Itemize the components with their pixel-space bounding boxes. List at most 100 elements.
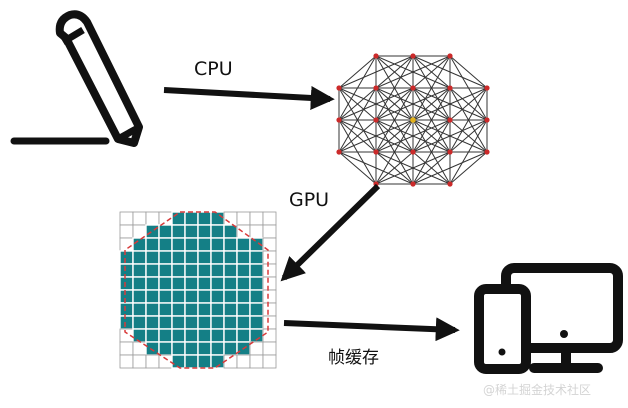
- pixel-filled: [249, 263, 264, 278]
- pixel-filled: [145, 263, 160, 278]
- pixel-filled: [236, 302, 251, 317]
- pixel-filled: [158, 302, 173, 317]
- pixel-filled: [249, 315, 264, 330]
- mesh-vertex: [410, 149, 416, 155]
- mesh-edge: [375, 55, 414, 89]
- pixel-filled: [249, 276, 264, 291]
- pixel-filled: [210, 250, 225, 265]
- pixel-filled: [197, 302, 212, 317]
- pixel-filled: [223, 289, 238, 304]
- pixel-filled: [197, 237, 212, 252]
- pixel-filled: [197, 289, 212, 304]
- mesh-vertex: [447, 117, 453, 123]
- pixel-filled: [184, 224, 199, 239]
- pixel-empty: [262, 250, 277, 265]
- mesh-edge: [338, 87, 377, 153]
- mesh-edge: [375, 151, 414, 185]
- pixel-filled: [184, 263, 199, 278]
- mesh-vertex: [373, 117, 379, 123]
- pixel-filled: [132, 250, 147, 265]
- pixel-filled: [145, 328, 160, 343]
- pixel-empty: [158, 354, 173, 369]
- pixel-filled: [158, 289, 173, 304]
- pixel-filled: [184, 289, 199, 304]
- gpu-arrow: [280, 183, 381, 282]
- mesh-edge: [412, 87, 451, 121]
- mesh-vertex: [410, 85, 416, 91]
- mesh-edge: [375, 55, 414, 121]
- pixel-filled: [119, 302, 134, 317]
- pixel-filled: [210, 289, 225, 304]
- pixel-filled: [145, 302, 160, 317]
- pixel-empty: [262, 224, 277, 239]
- pixel-filled: [132, 263, 147, 278]
- pixel-filled: [184, 302, 199, 317]
- pixel-filled: [158, 276, 173, 291]
- mesh-vertex: [373, 53, 379, 59]
- pixel-empty: [132, 211, 147, 226]
- pixel-filled: [132, 276, 147, 291]
- pixel-empty: [223, 211, 238, 226]
- mesh-edge: [375, 151, 451, 185]
- pixel-filled: [171, 224, 186, 239]
- pixel-filled: [236, 315, 251, 330]
- mesh-vertex: [447, 53, 453, 59]
- pixel-filled: [210, 224, 225, 239]
- pixel-filled: [119, 250, 134, 265]
- framebuffer-label: 帧缓存: [328, 348, 379, 368]
- pixel-filled: [119, 315, 134, 330]
- hexagon-outline: [124, 211, 269, 369]
- pixel-empty: [262, 315, 277, 330]
- mesh-edge: [338, 119, 377, 153]
- pixel-filled: [210, 276, 225, 291]
- pixel-filled: [197, 328, 212, 343]
- pixel-empty: [119, 237, 134, 252]
- pixel-filled: [171, 276, 186, 291]
- pixel-filled: [236, 276, 251, 291]
- pixel-filled: [184, 237, 199, 252]
- pixel-grid-icon: [119, 211, 277, 369]
- pixel-filled: [171, 250, 186, 265]
- pixel-filled: [171, 211, 186, 226]
- mesh-vertex: [336, 149, 342, 155]
- mesh-edge: [449, 119, 488, 153]
- pixel-filled: [197, 211, 212, 226]
- pixel-empty: [236, 354, 251, 369]
- pixel-filled: [171, 328, 186, 343]
- pixel-empty: [119, 354, 134, 369]
- pixel-filled: [210, 237, 225, 252]
- pixel-filled: [197, 354, 212, 369]
- pixel-filled: [184, 341, 199, 356]
- mesh-edge: [412, 55, 451, 121]
- pixel-filled: [171, 263, 186, 278]
- pixel-empty: [262, 341, 277, 356]
- mesh-edge: [449, 87, 488, 121]
- pixel-filled: [184, 315, 199, 330]
- mesh-edge: [375, 55, 451, 89]
- pixel-filled: [197, 276, 212, 291]
- pixel-filled: [236, 328, 251, 343]
- pixel-filled: [158, 250, 173, 265]
- pixel-filled: [171, 289, 186, 304]
- pixel-filled: [210, 302, 225, 317]
- pixel-filled: [184, 276, 199, 291]
- pixel-empty: [145, 211, 160, 226]
- pixel-filled: [145, 276, 160, 291]
- pixel-filled: [132, 237, 147, 252]
- phone-icon: [474, 284, 531, 374]
- pixel-filled: [223, 250, 238, 265]
- mesh-vertex: [336, 85, 342, 91]
- mesh-vertex: [447, 149, 453, 155]
- pixel-filled: [249, 289, 264, 304]
- pixel-empty: [262, 263, 277, 278]
- devices-icon: [474, 263, 623, 374]
- pixel-empty: [249, 224, 264, 239]
- gpu-label: GPU: [289, 189, 330, 211]
- pixel-filled: [158, 341, 173, 356]
- pixel-empty: [132, 354, 147, 369]
- cpu-label: CPU: [194, 58, 233, 80]
- pixel-filled: [223, 276, 238, 291]
- pixel-filled: [197, 315, 212, 330]
- mesh-edge: [449, 55, 488, 89]
- pixel-empty: [119, 341, 134, 356]
